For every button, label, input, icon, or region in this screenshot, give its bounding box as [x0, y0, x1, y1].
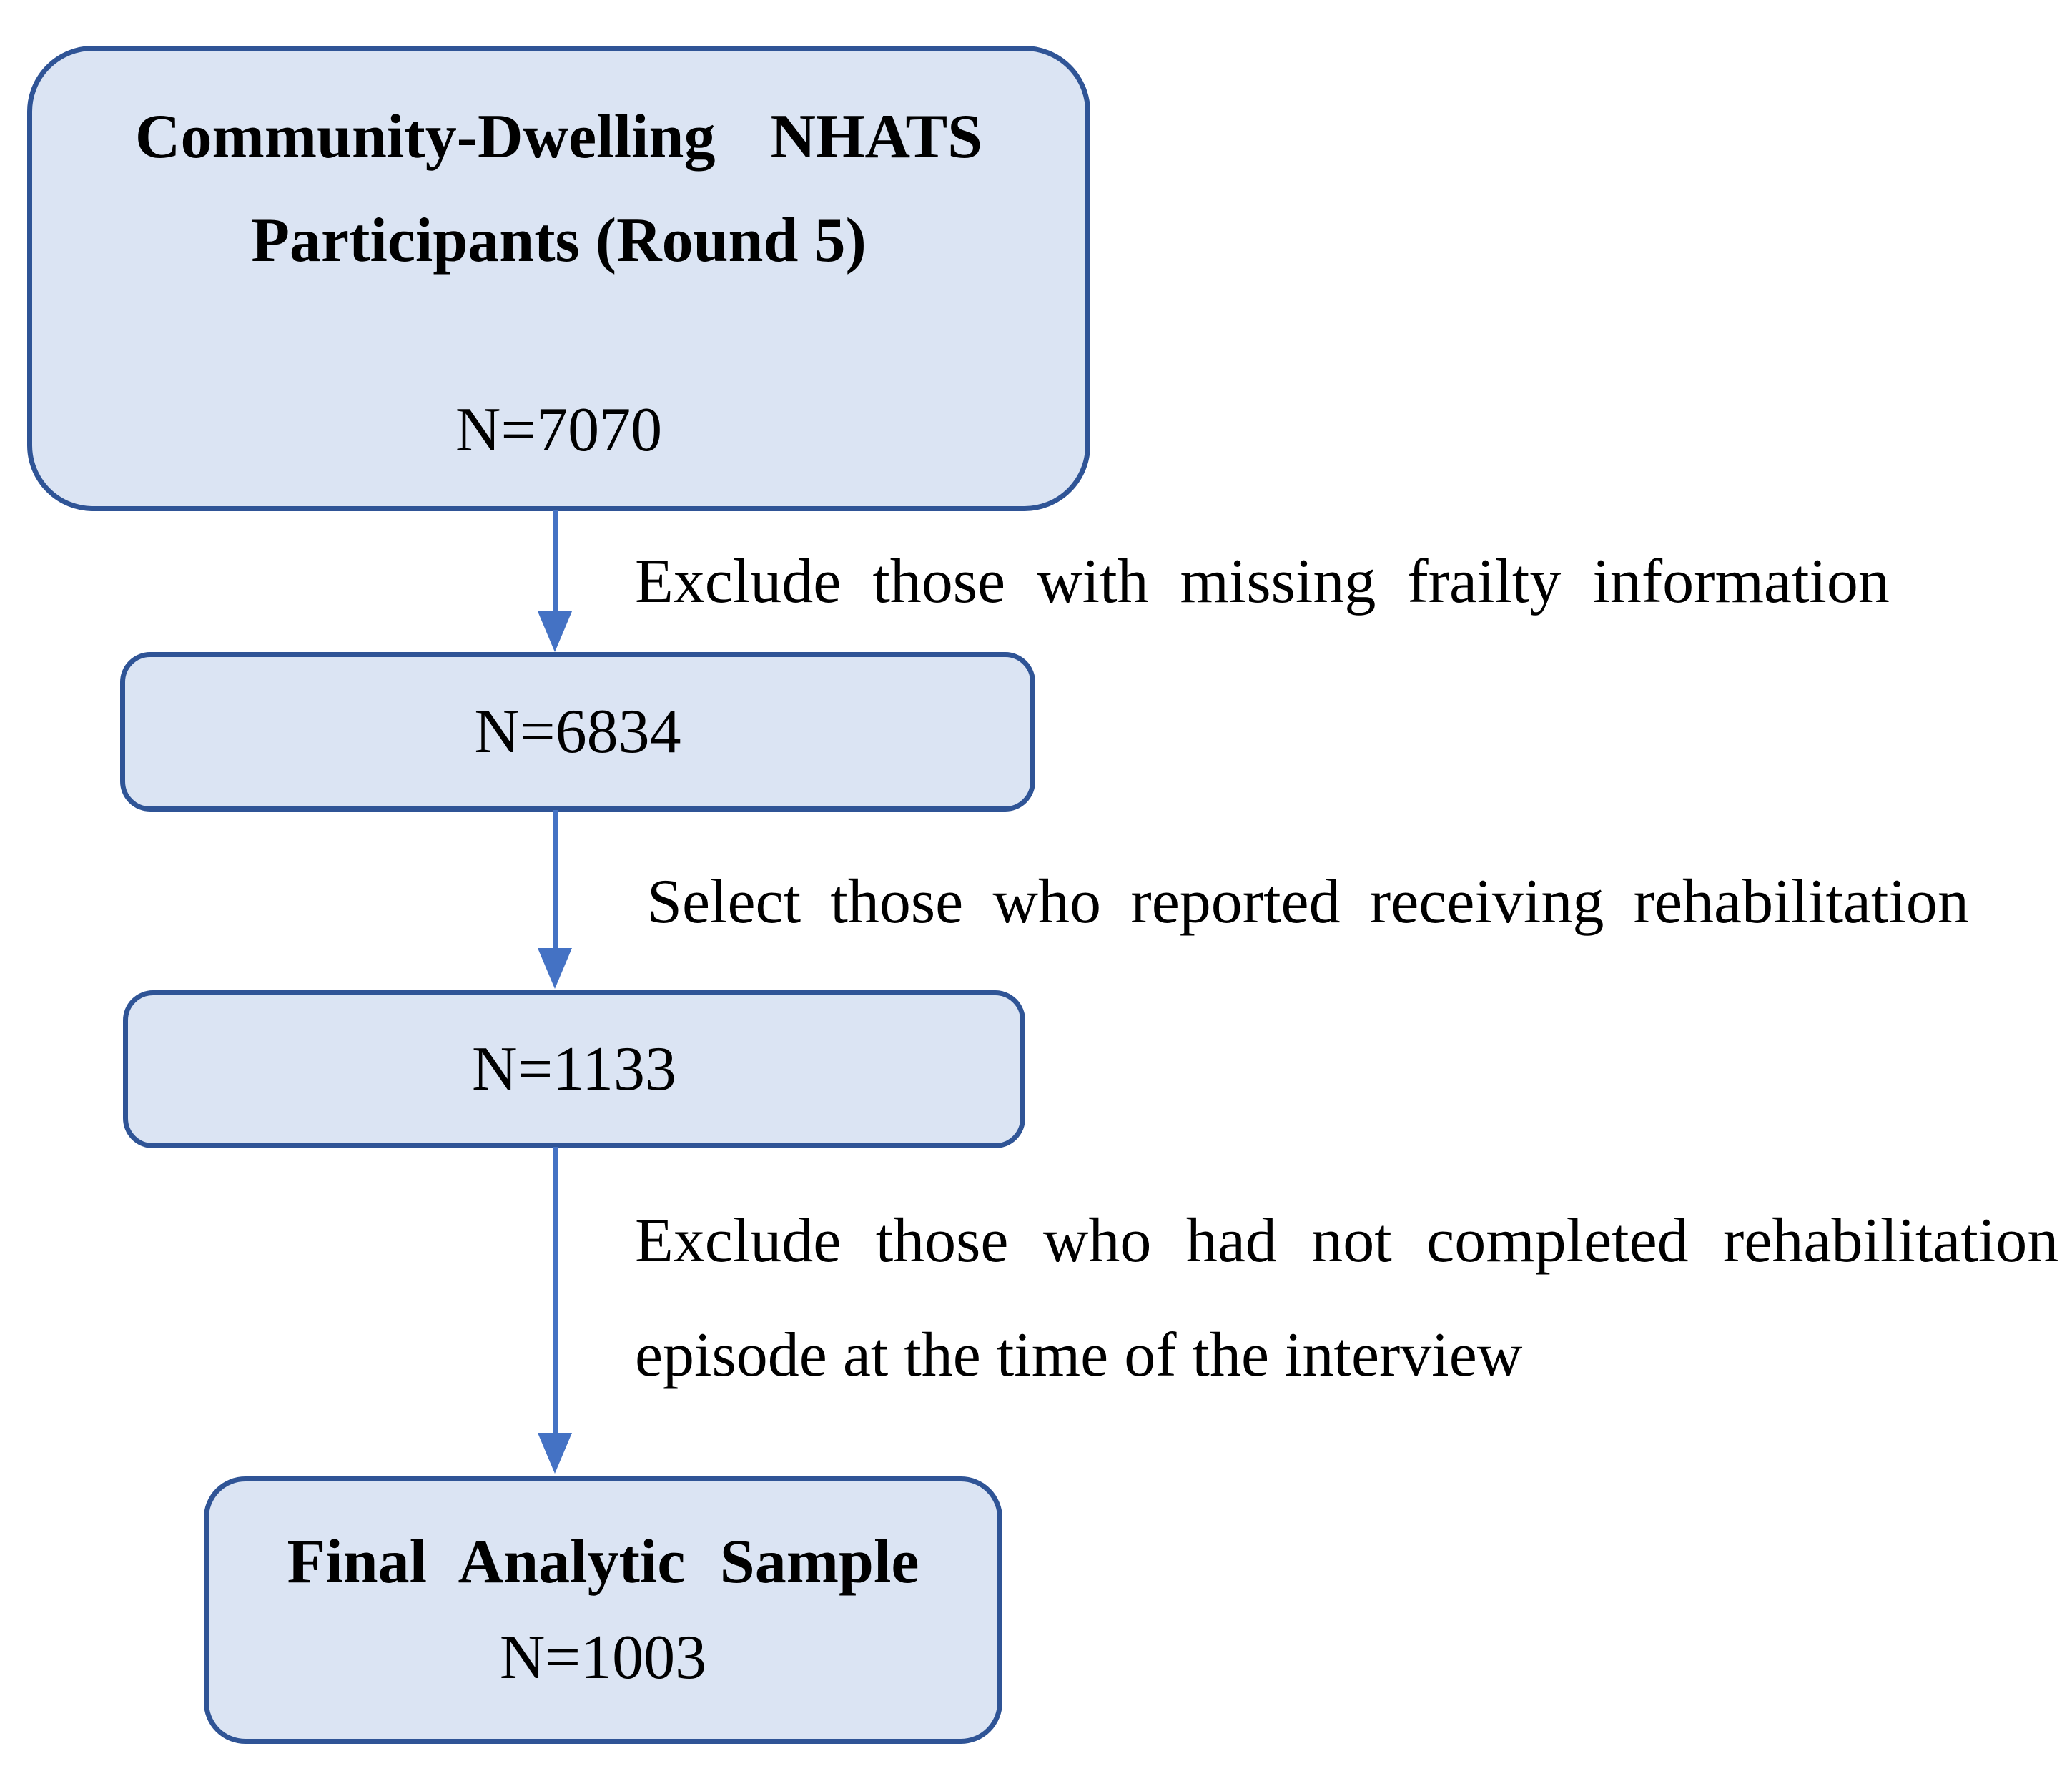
- arrow-line: [553, 810, 558, 953]
- node-after-frailty-exclusion: N=6834: [120, 652, 1035, 812]
- flow-arrow-3: [538, 1147, 572, 1474]
- arrow-line: [553, 1147, 558, 1438]
- node-reported-rehabilitation: N=1133: [123, 990, 1025, 1148]
- flow-arrow-1: [538, 510, 572, 652]
- arrow-down-icon: [538, 948, 572, 989]
- node-participants: Community-Dwelling NHATS Participants (R…: [27, 46, 1090, 511]
- arrow-down-icon: [538, 611, 572, 652]
- node-final-analytic-sample: Final Analytic Sample N=1003: [204, 1476, 1002, 1744]
- edge-label-exclude-incomplete-episode-line-1: Exclude those who had not completed reha…: [635, 1206, 2059, 1276]
- flow-arrow-2: [538, 810, 572, 989]
- node-participants-title-line-2: Participants (Round 5): [251, 206, 867, 275]
- arrow-line: [553, 510, 558, 616]
- edge-label-exclude-frailty: Exclude those with missing frailty infor…: [635, 547, 1890, 616]
- node-participants-title: Community-Dwelling NHATS Participants (R…: [32, 85, 1085, 292]
- node-reported-rehabilitation-sample-size: N=1133: [472, 1034, 676, 1104]
- node-final-analytic-sample-title: Final Analytic Sample: [287, 1527, 919, 1597]
- arrow-down-icon: [538, 1433, 572, 1474]
- node-participants-title-line-1: Community-Dwelling NHATS: [134, 102, 983, 172]
- node-final-analytic-sample-sample-size: N=1003: [499, 1623, 707, 1692]
- node-after-frailty-exclusion-sample-size: N=6834: [474, 696, 681, 766]
- edge-label-select-rehabilitation: Select those who reported receiving reha…: [647, 867, 1969, 937]
- edge-label-exclude-incomplete-episode: Exclude those who had not completed reha…: [635, 1184, 2058, 1413]
- node-participants-sample-size: N=7070: [455, 395, 663, 465]
- edge-label-exclude-incomplete-episode-line-2: episode at the time of the interview: [635, 1321, 1523, 1390]
